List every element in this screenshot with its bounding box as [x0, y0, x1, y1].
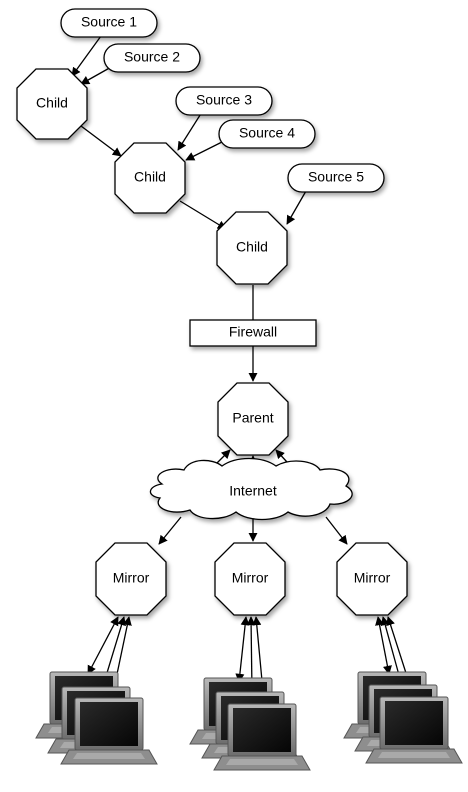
edge-mirror1-laptop1 [87, 616, 119, 675]
source-label: Source 2 [124, 49, 180, 65]
edge-source1-child1 [71, 35, 102, 77]
child-node: Child [114, 142, 186, 214]
client-cluster-center [189, 677, 311, 771]
child-label: Child [36, 95, 68, 111]
edge-source3-child2 [177, 111, 203, 151]
edge-source5-child3 [286, 190, 307, 225]
parent-label: Parent [232, 410, 273, 426]
edge-source4-child2 [185, 141, 223, 161]
client-cluster-right [343, 671, 463, 764]
mirror-node: Mirror [214, 542, 286, 616]
mirror-node: Mirror [336, 542, 408, 616]
firewall-label: Firewall [229, 324, 277, 340]
laptop-icon [60, 697, 158, 765]
edge-child1-child2 [80, 125, 122, 157]
laptop-icon [365, 696, 463, 764]
mirror-label: Mirror [354, 570, 391, 586]
source-node: Source 5 [287, 163, 385, 193]
source-label: Source 5 [308, 169, 364, 185]
client-cluster-left [35, 671, 158, 765]
source-label: Source 4 [239, 125, 295, 141]
internet-label: Internet [229, 483, 277, 499]
child-label: Child [236, 239, 268, 255]
internet-cloud: Internet [149, 457, 353, 521]
source-label: Source 3 [196, 92, 252, 108]
edge-internet-mirror-left [158, 516, 182, 545]
mirror-label: Mirror [232, 570, 269, 586]
source-node: Source 3 [175, 86, 273, 116]
source-node: Source 4 [218, 119, 316, 149]
source-node: Source 2 [103, 43, 201, 73]
edge-source2-child1 [80, 65, 114, 85]
child-label: Child [134, 169, 166, 185]
laptop-icon [213, 703, 311, 771]
child-node: Child [16, 68, 88, 140]
mirror-node: Mirror [95, 542, 167, 616]
source-node: Source 1 [60, 8, 158, 38]
edge-mirror2-laptop1 [235, 616, 250, 683]
edge-child2-child3 [179, 200, 227, 230]
source-label: Source 1 [81, 14, 137, 30]
mirror-label: Mirror [113, 570, 150, 586]
firewall-node: Firewall [189, 319, 317, 347]
parent-node: Parent [217, 382, 289, 456]
edge-mirror3-laptop1 [375, 616, 392, 675]
edge-internet-mirror-right [325, 516, 348, 545]
child-node: Child [216, 211, 288, 285]
